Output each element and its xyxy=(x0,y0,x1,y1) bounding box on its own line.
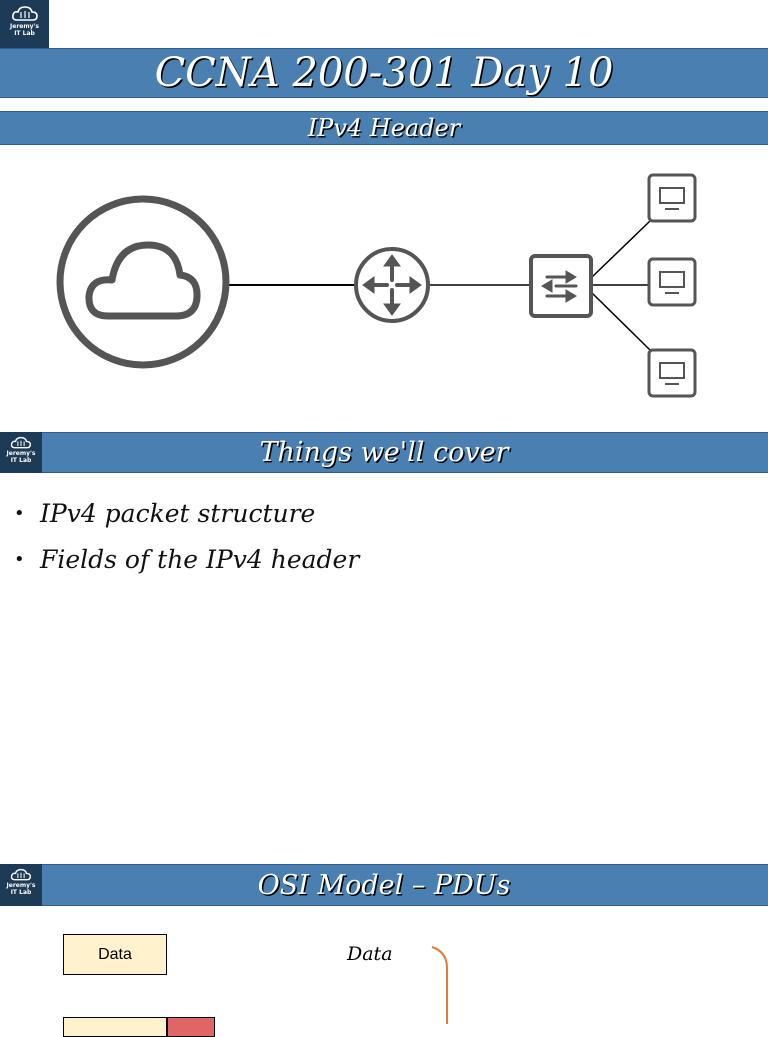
cloud-icon xyxy=(56,195,230,369)
segment-header-box xyxy=(167,1017,215,1037)
link-switch-pc1 xyxy=(590,220,651,279)
logo-line2: IT Lab xyxy=(14,30,35,37)
logo-line2: IT Lab xyxy=(10,457,32,464)
data-box: Data xyxy=(63,934,167,975)
pc-icon xyxy=(647,257,697,307)
data-pdu-label: Data xyxy=(347,943,393,965)
cloud-chip-icon xyxy=(10,436,32,449)
cloud-chip-icon xyxy=(10,868,32,881)
section-heading-osi: OSI Model – PDUs xyxy=(0,864,768,906)
pc-icon xyxy=(647,348,697,398)
link-switch-pc3 xyxy=(590,291,651,351)
bullet-text: Fields of the IPv4 header xyxy=(40,544,360,574)
network-diagram xyxy=(56,173,697,398)
logo: Jeremy's IT Lab xyxy=(0,432,42,473)
list-item: • Fields of the IPv4 header xyxy=(14,536,359,582)
router-icon xyxy=(354,247,430,323)
bracket-icon xyxy=(431,946,448,1024)
bullet-text: IPv4 packet structure xyxy=(40,498,316,528)
switch-icon xyxy=(529,254,593,318)
page-subtitle: IPv4 Header xyxy=(0,111,768,145)
segment-data-box xyxy=(63,1017,167,1037)
list-item: • IPv4 packet structure xyxy=(14,490,359,536)
logo-line2: IT Lab xyxy=(10,889,32,896)
bullet-dot: • xyxy=(14,548,25,570)
page-title: CCNA 200-301 Day 10 xyxy=(0,48,768,98)
bullet-dot: • xyxy=(14,502,25,524)
section-heading-cover: Things we'll cover xyxy=(0,432,768,473)
logo-line1: Jeremy's xyxy=(10,23,39,30)
cloud-chip-icon xyxy=(11,6,38,21)
logo-line1: Jeremy's xyxy=(6,882,36,889)
bullet-list: • IPv4 packet structure • Fields of the … xyxy=(14,490,359,582)
pc-icon xyxy=(647,173,697,223)
logo: Jeremy's IT Lab xyxy=(0,864,42,906)
logo-line1: Jeremy's xyxy=(6,450,36,457)
logo: Jeremy's IT Lab xyxy=(0,0,49,48)
